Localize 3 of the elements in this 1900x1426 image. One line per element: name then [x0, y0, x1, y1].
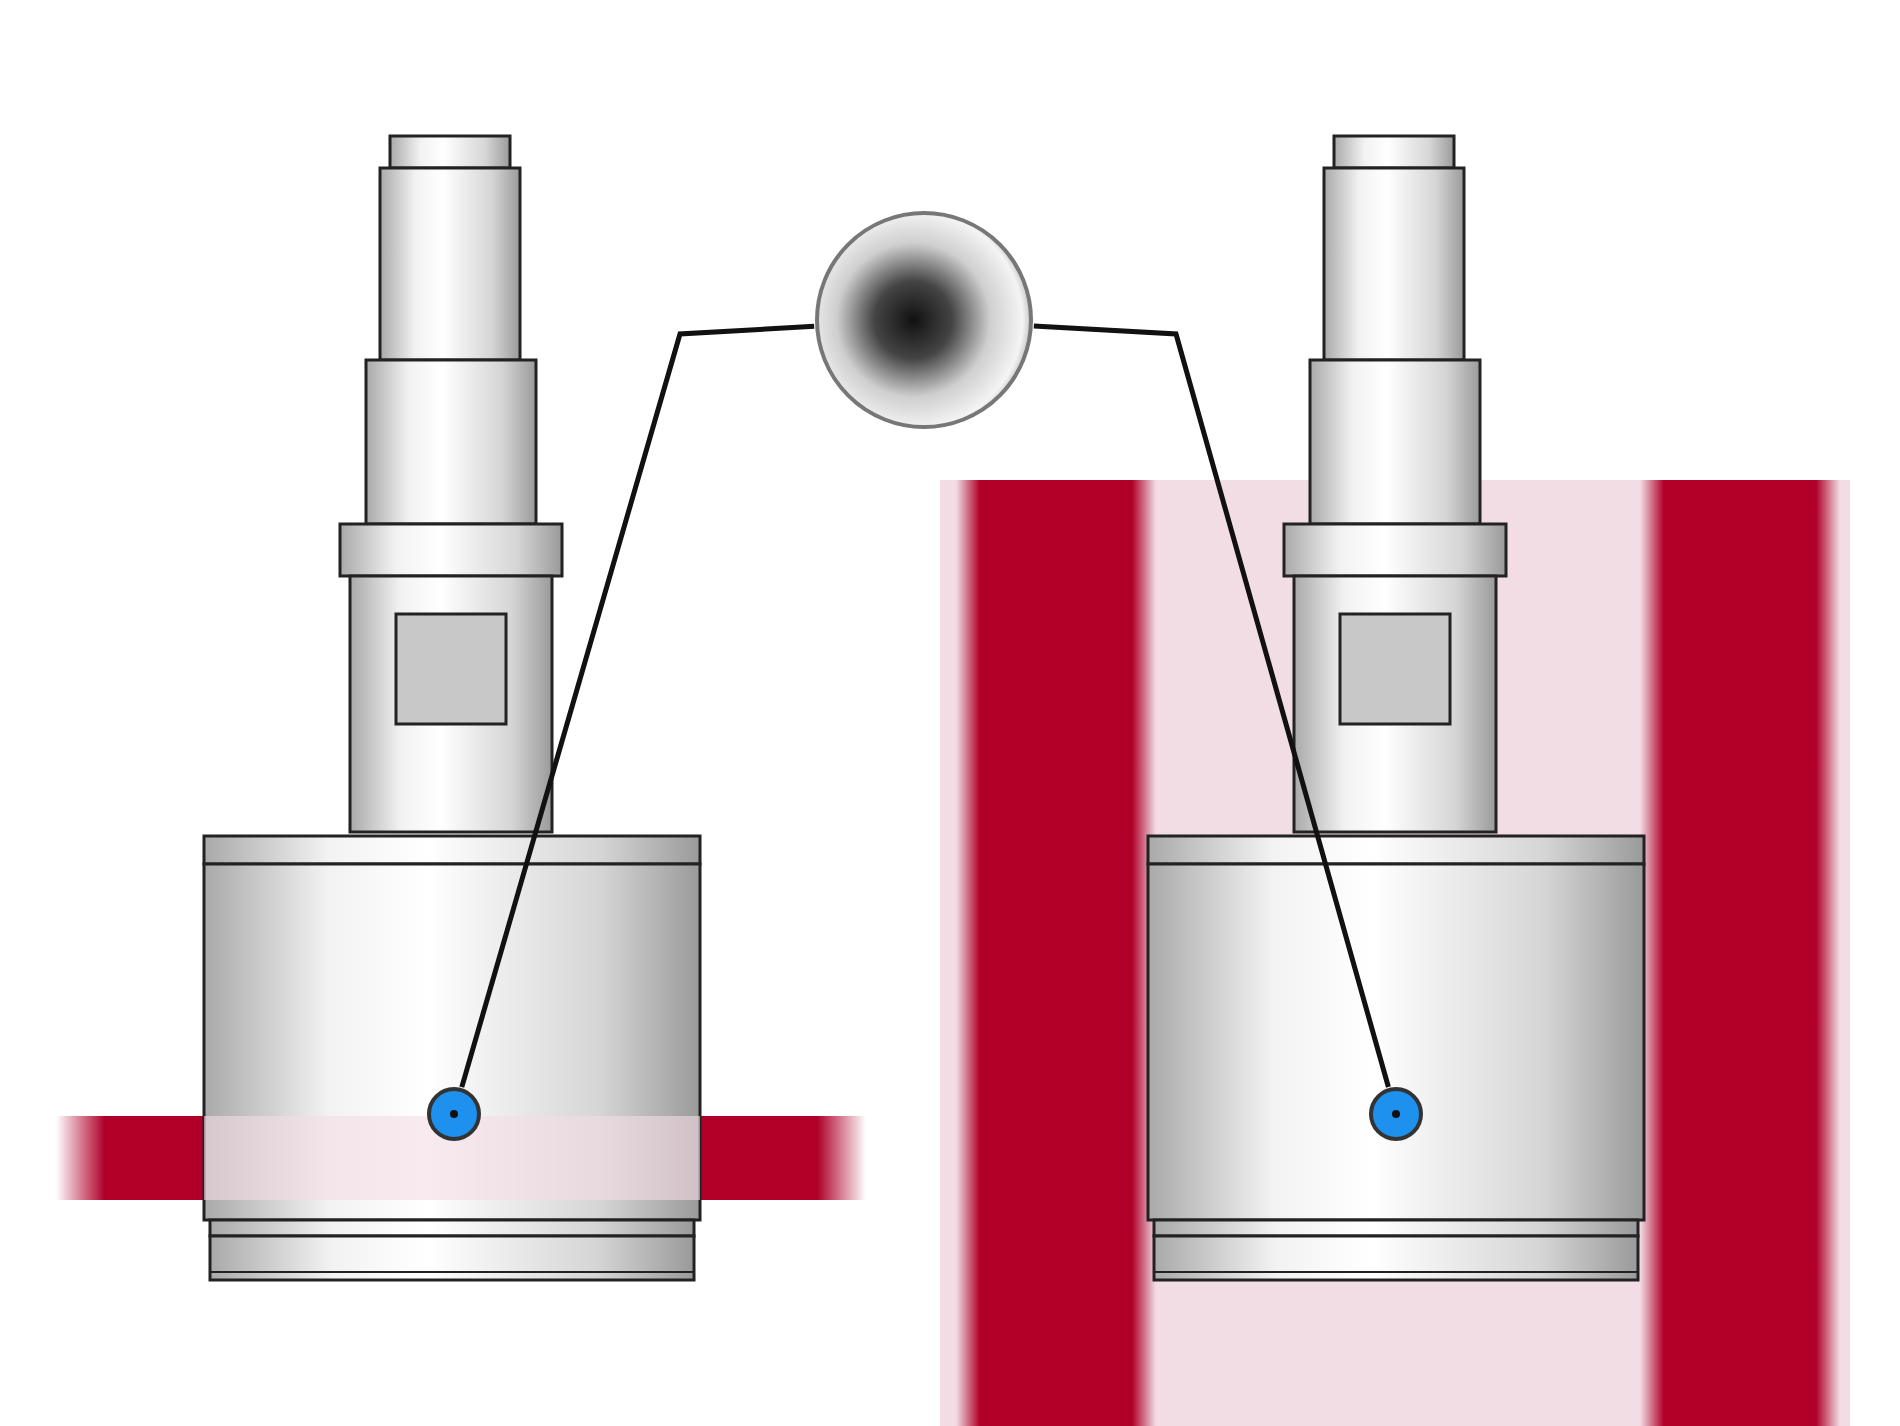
- connecting-line: [1033, 323, 1391, 1088]
- steel-ball: [814, 210, 1034, 430]
- connecting-line: [459, 323, 815, 1088]
